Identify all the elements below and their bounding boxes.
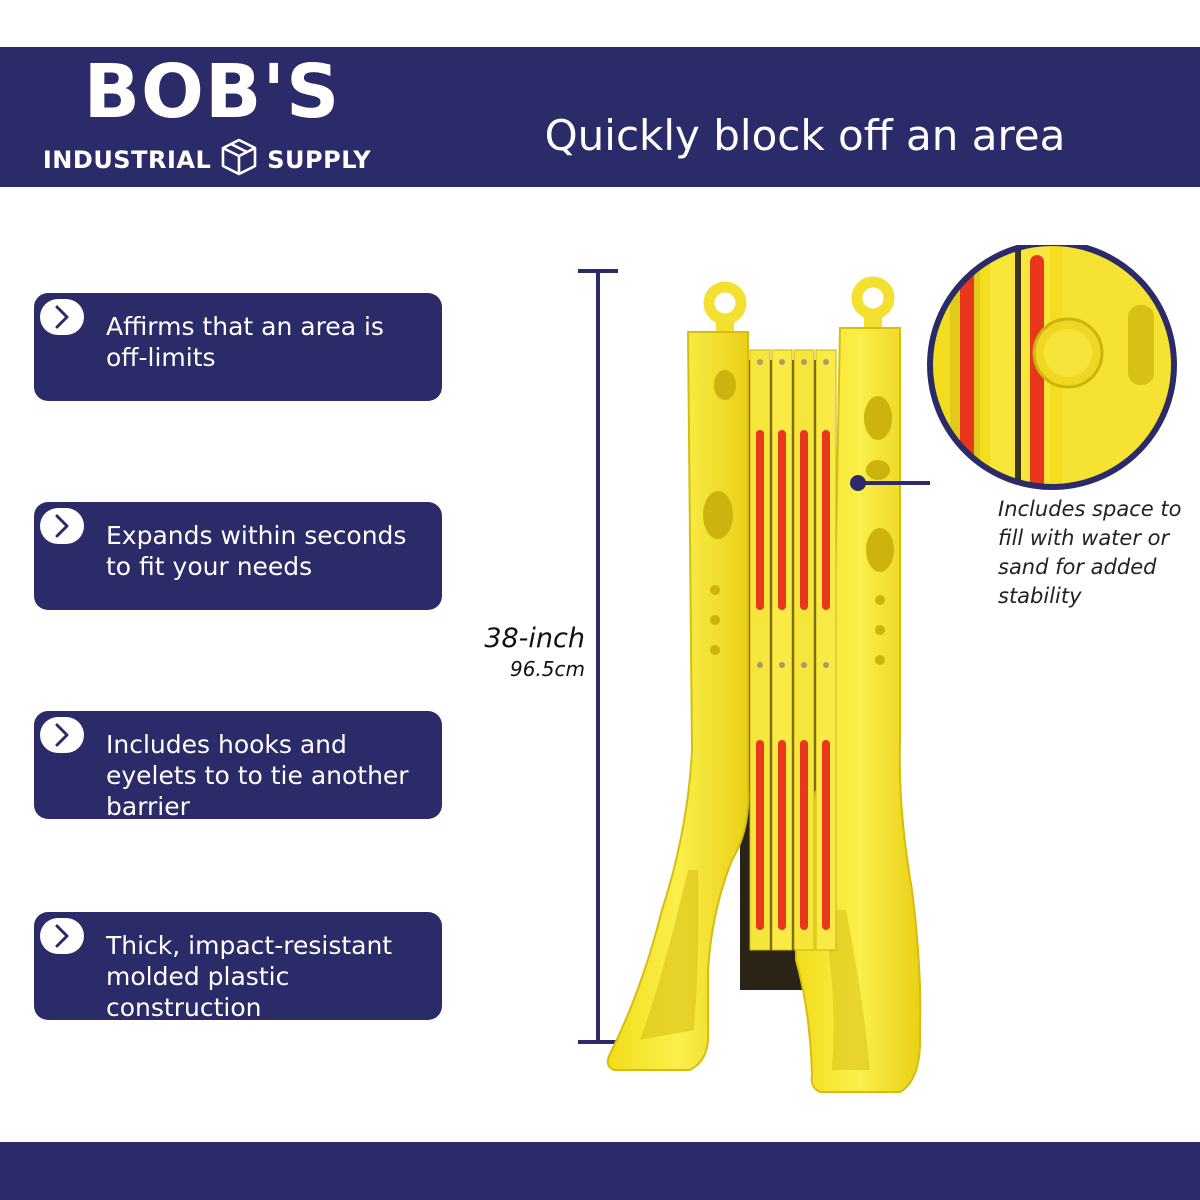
chevron-right-icon <box>40 299 84 335</box>
header-band <box>0 47 1200 187</box>
feature-text: Expands within seconds to fit your needs <box>106 521 407 581</box>
callout-line <box>862 481 930 485</box>
footer-band <box>0 1142 1200 1200</box>
rivets <box>757 359 829 668</box>
eyelet-right <box>851 276 895 332</box>
barrier-illustration <box>606 276 930 1093</box>
feature-box: Includes hooks and eyelets to to tie ano… <box>34 711 442 821</box>
dimension-line <box>596 271 600 1043</box>
eyelet-left <box>703 281 747 336</box>
brand-subtitle: INDUSTRIAL SUPPLY <box>32 137 382 183</box>
post-holes <box>703 370 894 665</box>
reflective-strips <box>756 430 830 930</box>
dimension-cap-top <box>578 269 618 273</box>
brand-subtitle-right: SUPPLY <box>267 146 372 174</box>
dimension-cap-bottom <box>578 1040 618 1044</box>
dimension-label: 38-inch 96.5cm <box>470 622 585 682</box>
box-icon <box>219 137 259 183</box>
feature-text: Thick, impact-resistant molded plastic c… <box>106 931 393 1022</box>
barrier-slats <box>749 349 837 951</box>
feature-box: Expands within seconds to fit your needs <box>34 502 442 610</box>
callout-text: Includes space to fill with water or san… <box>998 497 1182 608</box>
brand-name: BOB'S <box>83 49 341 135</box>
height-inches: 38-inch <box>484 623 585 654</box>
feature-text: Includes hooks and eyelets to to tie ano… <box>106 730 409 821</box>
headline: Quickly block off an area <box>544 111 1066 160</box>
callout-dot <box>850 475 866 491</box>
feature-box: Thick, impact-resistant molded plastic c… <box>34 912 442 1022</box>
chevron-right-icon <box>40 508 84 544</box>
feature-box: Affirms that an area is off-limits <box>34 293 442 401</box>
chevron-right-icon <box>40 918 84 954</box>
brand-subtitle-left: INDUSTRIAL <box>42 146 212 174</box>
chevron-right-icon <box>40 717 84 753</box>
height-cm: 96.5cm <box>509 657 585 681</box>
feature-text: Affirms that an area is off-limits <box>106 312 384 372</box>
zoom-detail <box>927 245 1177 490</box>
